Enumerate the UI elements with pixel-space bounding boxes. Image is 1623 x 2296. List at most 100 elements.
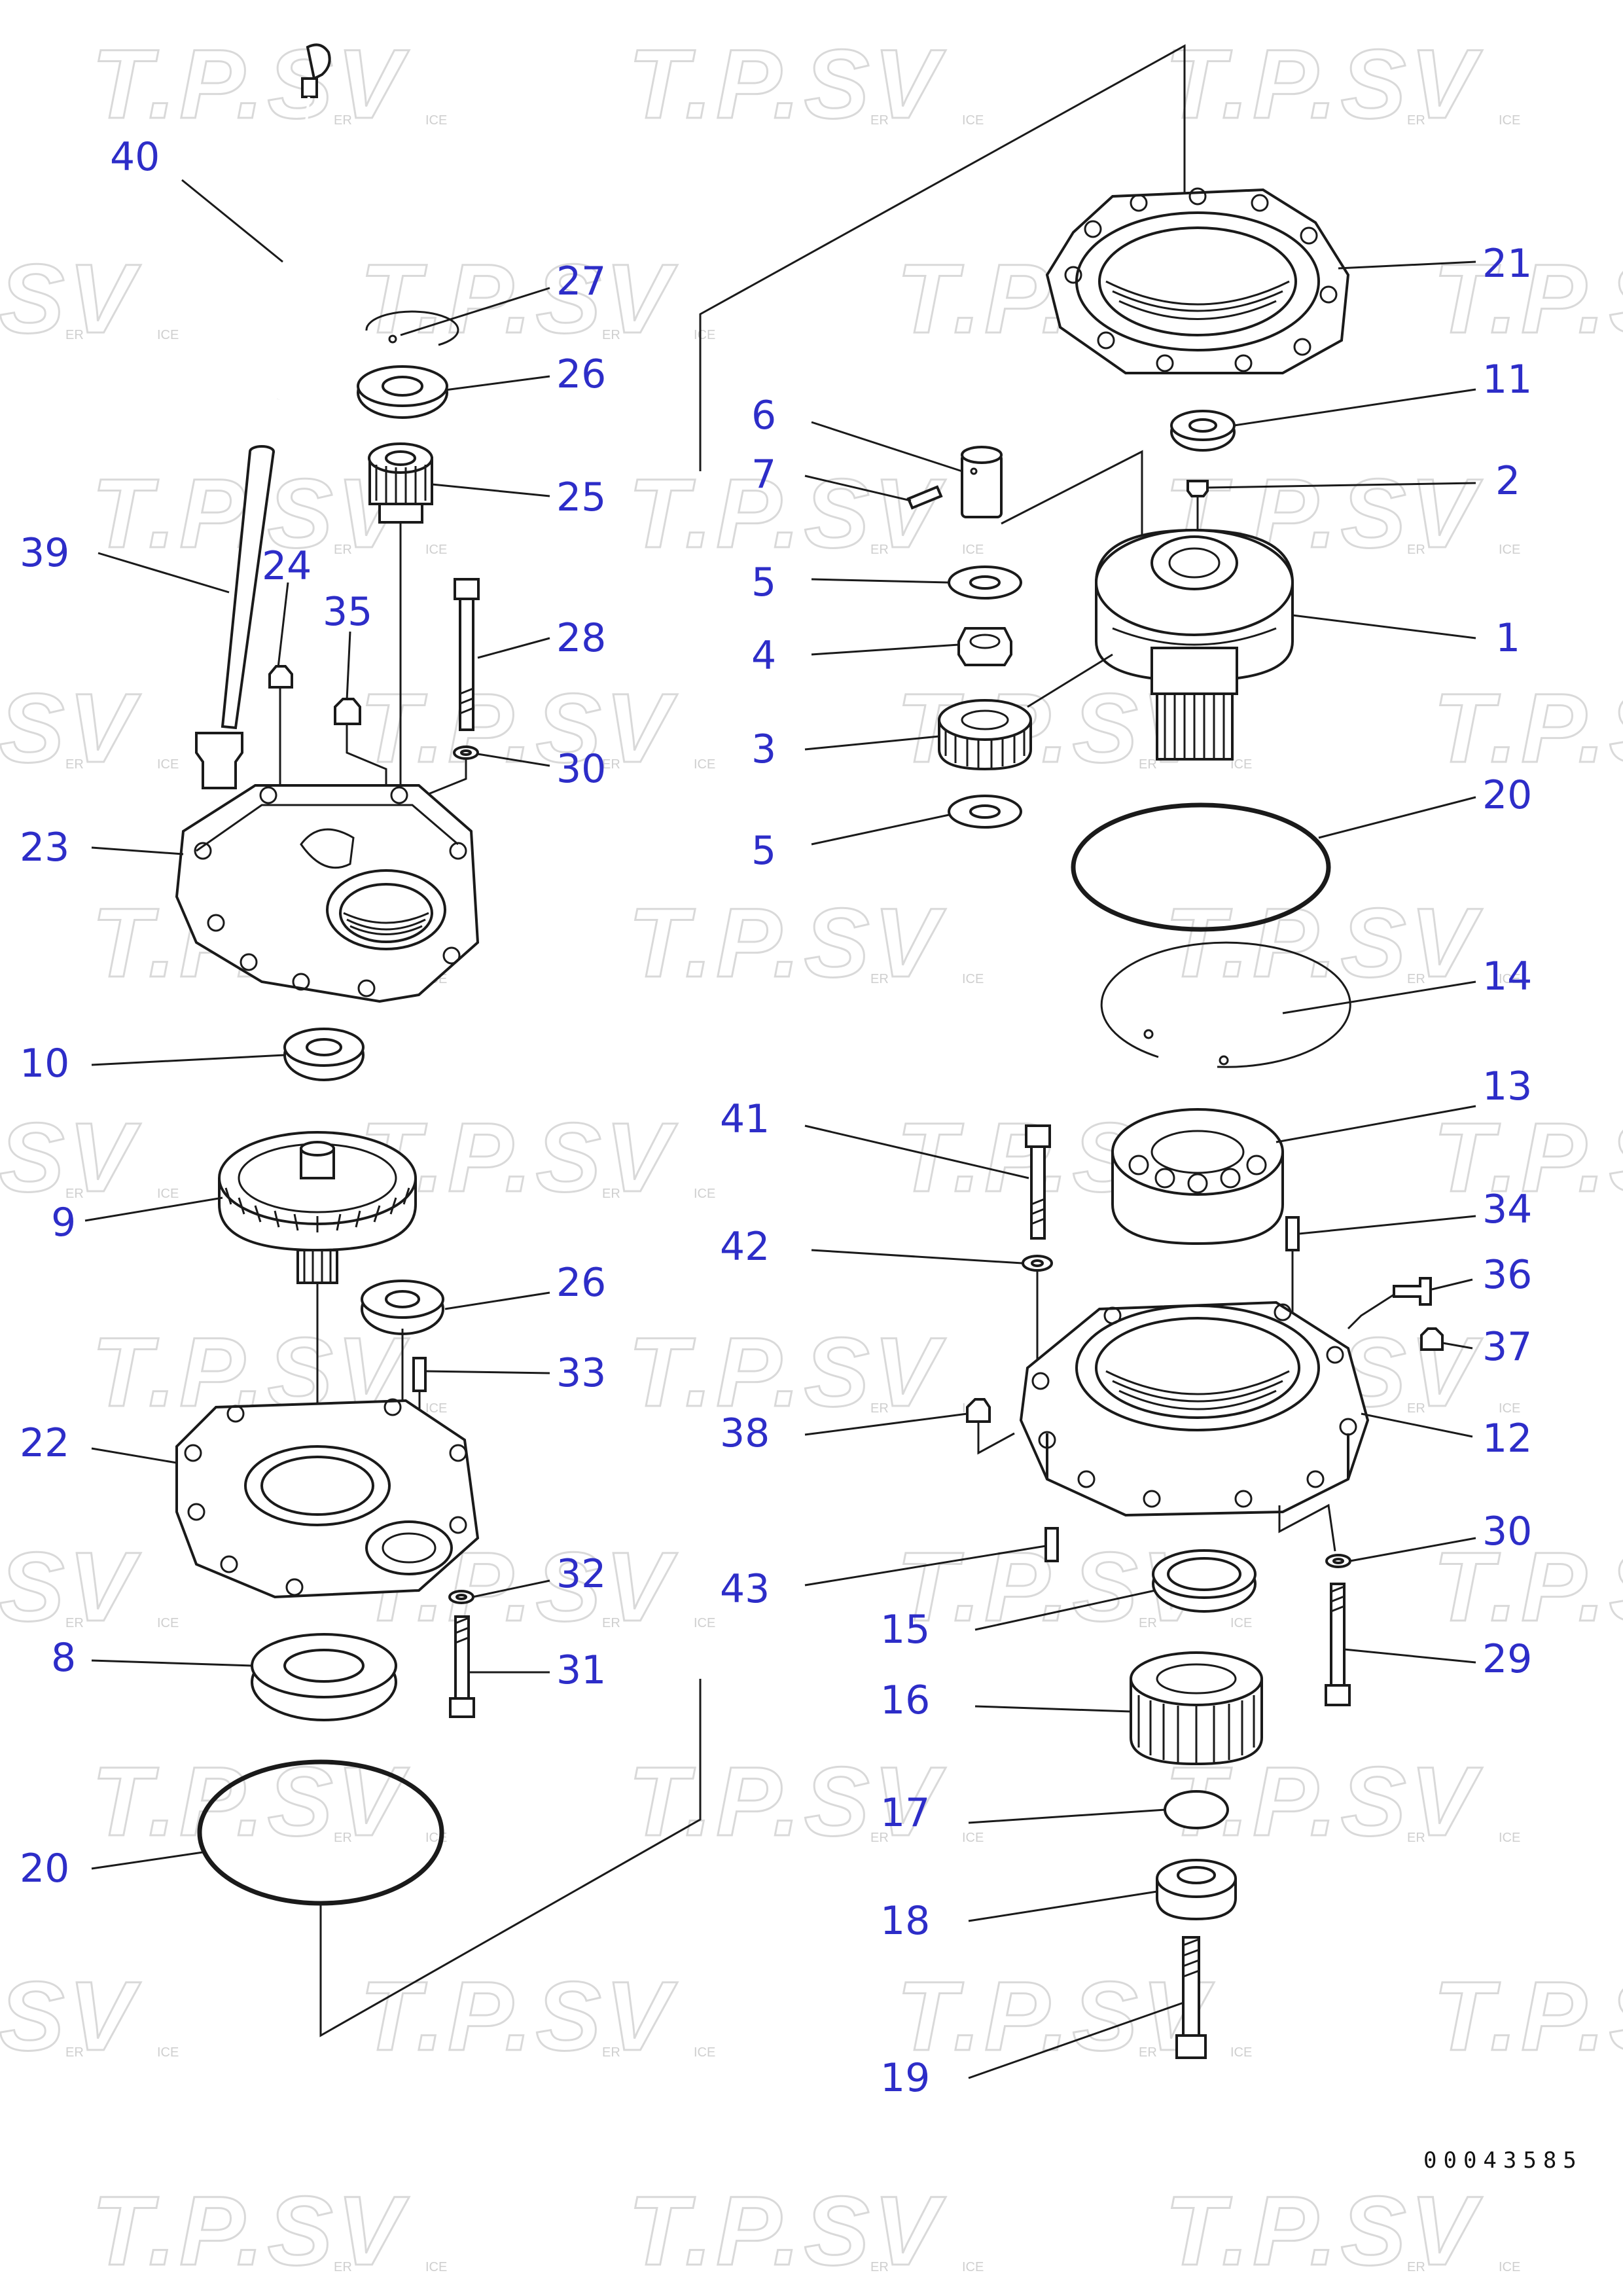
callout-35: 35 bbox=[323, 589, 372, 635]
watermark-logo: T.P.SV bbox=[92, 1746, 410, 1856]
watermark-small-text: ICE bbox=[694, 2045, 715, 2060]
watermark-small-text: ICE bbox=[157, 1187, 179, 1201]
watermark-small-text: ER bbox=[65, 1616, 84, 1630]
part-30-washer-upper bbox=[425, 745, 479, 797]
watermark-small-text: ER bbox=[1407, 113, 1425, 128]
part-31-bolt bbox=[449, 1615, 475, 1718]
callout-40: 40 bbox=[110, 134, 160, 180]
watermark-logo: T.P.SV bbox=[628, 29, 946, 139]
callout-10: 10 bbox=[20, 1041, 69, 1086]
callout-24: 24 bbox=[262, 543, 312, 589]
watermark-small-text: ER bbox=[334, 1831, 352, 1845]
watermark-small-text: ICE bbox=[1230, 2045, 1252, 2060]
part-19-bolt bbox=[1175, 1936, 1207, 2059]
watermark-small-text: ICE bbox=[962, 1831, 984, 1845]
callout-1: 1 bbox=[1495, 615, 1520, 661]
part-39-guide-tube bbox=[195, 445, 275, 789]
watermark-small-text: ICE bbox=[694, 1187, 715, 1201]
watermark-small-text: ICE bbox=[962, 543, 984, 557]
watermark-small-text: ICE bbox=[962, 2260, 984, 2274]
watermark-logo: T.P.SV bbox=[92, 29, 410, 139]
part-27-snap-ring bbox=[365, 310, 459, 346]
callout-19: 19 bbox=[880, 2055, 930, 2101]
callout-14: 14 bbox=[1482, 954, 1532, 999]
callout-34: 34 bbox=[1482, 1187, 1532, 1232]
callout-6: 6 bbox=[751, 393, 776, 439]
watermark-small-text: ER bbox=[870, 113, 889, 128]
watermark-small-text: ICE bbox=[694, 328, 715, 342]
part-9-gear bbox=[218, 1131, 417, 1414]
watermark-small-text: ER bbox=[1407, 972, 1425, 986]
callout-42: 42 bbox=[720, 1224, 770, 1270]
part-10-bearing bbox=[283, 1028, 365, 1081]
part-14-snap-ring bbox=[1100, 941, 1351, 1068]
watermark-logo: T.P.SV bbox=[628, 458, 946, 568]
watermark-logo: T.P.SV bbox=[897, 1961, 1215, 2071]
watermark-logo: T.P.SV bbox=[0, 1961, 141, 2071]
part-16-sun-gear bbox=[1130, 1651, 1263, 1766]
watermark-small-text: ICE bbox=[425, 113, 447, 128]
callout-13: 13 bbox=[1482, 1064, 1532, 1109]
watermark-small-text: ER bbox=[870, 1401, 889, 1416]
callout-39: 39 bbox=[20, 530, 69, 576]
watermark-small-text: ER bbox=[334, 2260, 352, 2274]
callout-30: 30 bbox=[556, 746, 606, 792]
part-40-dipstick bbox=[277, 43, 331, 400]
part-3-planet-gear bbox=[938, 653, 1113, 771]
watermark-small-text: ER bbox=[602, 1616, 620, 1630]
callout-15: 15 bbox=[880, 1607, 930, 1653]
watermark-small-text: ICE bbox=[694, 757, 715, 772]
part-18-cap bbox=[1156, 1859, 1237, 1921]
callout-12: 12 bbox=[1482, 1416, 1532, 1462]
callout-41: 41 bbox=[720, 1096, 770, 1142]
callout-11: 11 bbox=[1482, 357, 1532, 403]
watermark-small-text: ER bbox=[870, 2260, 889, 2274]
watermark-small-text: ICE bbox=[425, 1401, 447, 1416]
watermark-small-text: ICE bbox=[1499, 543, 1520, 557]
callout-29: 29 bbox=[1482, 1636, 1532, 1682]
watermark-small-text: ICE bbox=[1230, 1616, 1252, 1630]
watermark-small-text: ICE bbox=[1230, 757, 1252, 772]
watermark-small-text: ER bbox=[1139, 2045, 1157, 2060]
part-24-breather bbox=[268, 665, 293, 805]
callout-21: 21 bbox=[1482, 241, 1532, 287]
watermark-small-text: ICE bbox=[694, 1616, 715, 1630]
leader-lines bbox=[84, 179, 1476, 2079]
watermark-small-text: ER bbox=[1139, 1616, 1157, 1630]
callout-22: 22 bbox=[20, 1420, 69, 1466]
part-43-dowel bbox=[1044, 1527, 1059, 1562]
watermark-small-text: ICE bbox=[1499, 113, 1520, 128]
callout-25: 25 bbox=[556, 475, 606, 520]
callout-8: 8 bbox=[51, 1635, 76, 1681]
callout-4: 4 bbox=[751, 633, 776, 679]
callout-16: 16 bbox=[880, 1677, 930, 1723]
watermark-logo: T.P.SV bbox=[0, 243, 141, 353]
watermark-logo: T.P.SV bbox=[628, 1746, 946, 1856]
callout-33: 33 bbox=[556, 1350, 606, 1396]
watermark-small-text: ER bbox=[870, 1831, 889, 1845]
part-1-carrier bbox=[1095, 528, 1294, 761]
part-41-bolt bbox=[1025, 1124, 1051, 1240]
callout-17: 17 bbox=[880, 1790, 930, 1836]
watermark-small-text: ER bbox=[870, 972, 889, 986]
callout-30: 30 bbox=[1482, 1509, 1532, 1554]
part-20-o-ring-upper bbox=[1071, 802, 1331, 932]
part-22-housing bbox=[175, 1398, 480, 1599]
watermark-small-text: ER bbox=[65, 1187, 84, 1201]
callout-5: 5 bbox=[751, 560, 776, 605]
watermark-logo: T.P.SV bbox=[1433, 1102, 1623, 1212]
part-29-bolt bbox=[1325, 1583, 1351, 1706]
watermark-small-text: ER bbox=[602, 2045, 620, 2060]
part-30-washer-lower bbox=[1325, 1554, 1351, 1568]
part-34-pin bbox=[1285, 1216, 1300, 1322]
watermark-small-text: ER bbox=[602, 328, 620, 342]
watermark-logo: T.P.SV bbox=[1165, 29, 1483, 139]
callout-5: 5 bbox=[751, 828, 776, 874]
watermark-logo: T.P.SV bbox=[628, 1317, 946, 1427]
watermark-small-text: ICE bbox=[1499, 1401, 1520, 1416]
watermark-small-text: ICE bbox=[157, 1616, 179, 1630]
part-20-o-ring-lower bbox=[197, 1679, 702, 2037]
watermark-logo: T.P.SV bbox=[1433, 673, 1623, 783]
watermark-small-text: ER bbox=[65, 2045, 84, 2060]
